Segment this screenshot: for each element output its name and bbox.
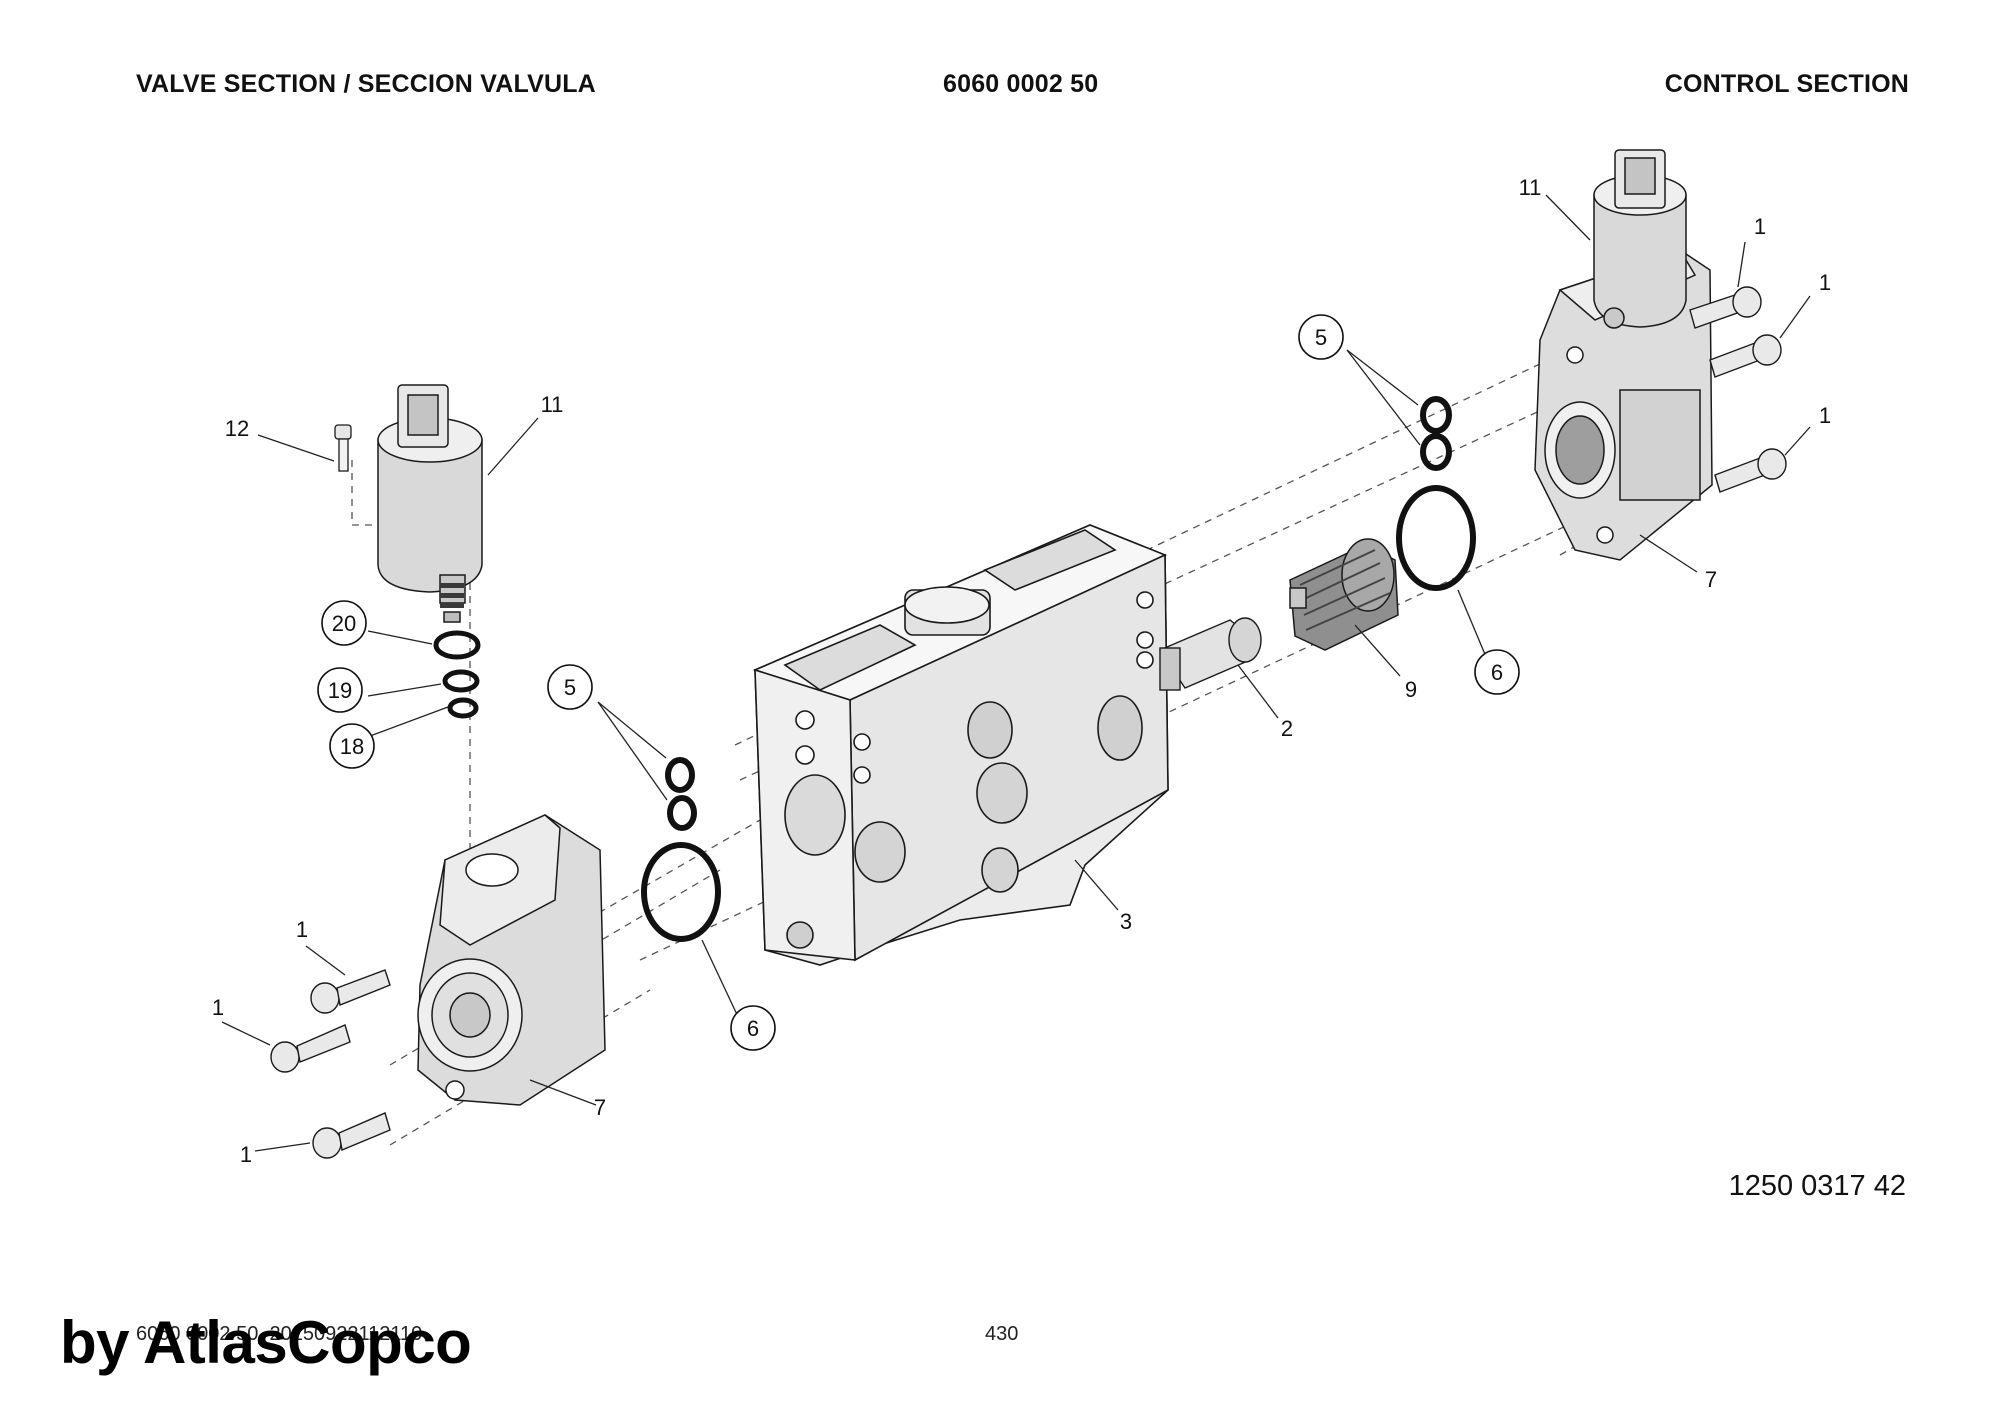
header-title-left: VALVE SECTION / SECCION VALVULA: [136, 70, 596, 98]
callout-labels: 12 11 20 19 18 5 6 1 1 1 7 3 2 9 6 5 11 …: [212, 175, 1831, 1167]
bolts-1-right: [1689, 286, 1787, 493]
screw-12: [334, 424, 352, 472]
callout-1-c: 1: [240, 1142, 252, 1167]
callout-2: 2: [1281, 716, 1293, 741]
callout-1-b: 1: [212, 995, 224, 1020]
valve-body-3: [752, 524, 1169, 966]
callout-7-left: 7: [594, 1095, 606, 1120]
seals-5-6-left: [641, 757, 721, 942]
bolts-1-left: [270, 969, 391, 1159]
solenoid-11-right: [1593, 149, 1687, 329]
callout-1-f: 1: [1819, 403, 1831, 428]
callout-5-right: 5: [1315, 325, 1327, 350]
callout-11-left: 11: [541, 392, 564, 417]
callout-11-right: 11: [1519, 175, 1542, 200]
spring-9: [1289, 538, 1399, 651]
callout-12: 12: [225, 416, 249, 441]
callout-6-right: 6: [1491, 660, 1503, 685]
callout-9: 9: [1405, 677, 1417, 702]
callout-3: 3: [1120, 909, 1132, 934]
drawing-reference-number: 1250 0317 42: [1728, 1170, 1906, 1202]
header-title-right: CONTROL SECTION: [1664, 70, 1909, 98]
callout-1-e: 1: [1819, 270, 1831, 295]
watermark: by AtlasCopco: [60, 1309, 472, 1376]
callout-19: 19: [328, 678, 352, 703]
callout-5-left: 5: [564, 675, 576, 700]
seals-5-6-right: [1396, 396, 1476, 591]
solenoid-11-left: [377, 384, 483, 623]
callout-1-a: 1: [296, 917, 308, 942]
footer-document-code: 6060 0002 50_20150922112110: [136, 1323, 423, 1345]
end-cover-7-left: [417, 814, 606, 1106]
callout-circles: [317, 314, 1520, 1051]
callout-20: 20: [332, 611, 356, 636]
header-part-number: 6060 0002 50: [943, 70, 1099, 98]
spool-2: [1158, 617, 1262, 691]
callout-1-d: 1: [1754, 214, 1766, 239]
callout-6-left: 6: [747, 1016, 759, 1041]
callout-18: 18: [340, 734, 364, 759]
footer-page-number: 430: [985, 1323, 1019, 1345]
o-rings-18-19-20: [433, 630, 481, 719]
callout-7-right: 7: [1705, 567, 1717, 592]
